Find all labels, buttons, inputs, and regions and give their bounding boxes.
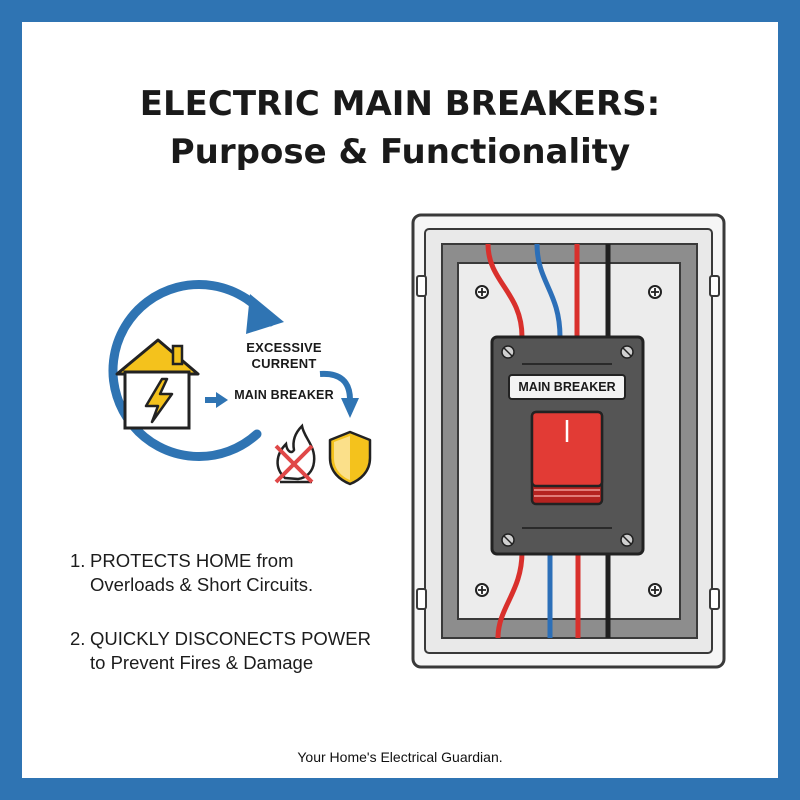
breaker-label: MAIN BREAKER	[518, 380, 616, 394]
excessive-current-label: EXCESSIVE CURRENT	[232, 340, 336, 372]
point-1-line-2: Overloads & Short Circuits.	[90, 574, 314, 595]
excessive-label-line-1: EXCESSIVE	[246, 340, 322, 355]
panel-screw	[475, 583, 489, 597]
no-fire-icon	[274, 423, 316, 484]
curved-arrow-down-icon	[319, 370, 359, 418]
house-lightning-icon	[115, 338, 200, 430]
point-2: 2.QUICKLY DISCONECTS POWER to Prevent Fi…	[70, 627, 371, 675]
point-2-line-2: to Prevent Fires & Damage	[90, 652, 314, 673]
cycle-main-breaker-label: MAIN BREAKER	[234, 388, 334, 402]
panel-screw	[648, 285, 662, 299]
wires-top	[485, 243, 611, 338]
point-1-number: 1.	[70, 550, 86, 571]
point-2-number: 2.	[70, 628, 86, 649]
title-line-1: ELECTRIC MAIN BREAKERS:	[139, 84, 661, 124]
point-1: 1.PROTECTS HOME from Overloads & Short C…	[70, 549, 313, 597]
electrical-panel	[411, 213, 726, 669]
point-1-line-1: PROTECTS HOME from	[90, 550, 294, 571]
breaker-toggle-switch[interactable]	[530, 410, 604, 506]
page-title: ELECTRIC MAIN BREAKERS: Purpose & Functi…	[22, 80, 778, 176]
shield-icon	[328, 430, 372, 486]
panel-screw	[648, 583, 662, 597]
point-2-line-1: QUICKLY DISCONECTS POWER	[90, 628, 371, 649]
infographic-frame: ELECTRIC MAIN BREAKERS: Purpose & Functi…	[22, 22, 778, 778]
arrow-right-icon	[205, 392, 228, 408]
title-line-2: Purpose & Functionality	[169, 132, 631, 172]
protection-cycle-diagram	[108, 213, 726, 669]
excessive-label-line-2: CURRENT	[251, 356, 317, 371]
wires-bottom	[495, 551, 611, 639]
cycle-arrow	[108, 280, 284, 461]
panel-screw	[475, 285, 489, 299]
footer-tagline: Your Home's Electrical Guardian.	[297, 749, 503, 765]
